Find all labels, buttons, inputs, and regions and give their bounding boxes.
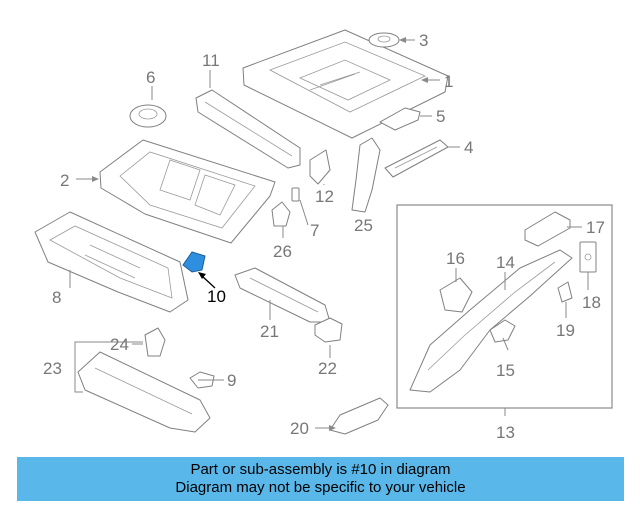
callout-4: 4: [464, 138, 473, 157]
part-5-bracket: [379, 107, 421, 131]
part-22-bracket: [314, 317, 343, 343]
banner-line-2: Diagram may not be specific to your vehi…: [175, 479, 466, 496]
part-24-bracket: [144, 327, 166, 357]
callout-3: 3: [419, 31, 428, 50]
parts-diagram: 1 2 3 4 5 6 7 8 9 10 11 12 13 14 15 16 1…: [34, 29, 613, 442]
part-16-bracket: [439, 277, 473, 313]
info-banner: Part or sub-assembly is #10 in diagram D…: [17, 457, 624, 501]
callout-19: 19: [556, 321, 575, 340]
part-2-floor-panel: [99, 139, 276, 244]
callout-1: 1: [444, 72, 453, 91]
part-23-cross-member: [77, 351, 211, 433]
part-26-bracket: [271, 201, 291, 227]
part-4-cross-bracket: [384, 139, 449, 178]
part-20-reinforcement: [329, 397, 389, 435]
callout-12: 12: [315, 187, 334, 206]
callout-2: 2: [60, 171, 69, 190]
callout-23: 23: [43, 359, 62, 378]
banner-line-1: Part or sub-assembly is #10 in diagram: [190, 461, 451, 478]
callout-6: 6: [146, 68, 155, 87]
part-17-plate: [524, 211, 571, 247]
part-15-bracket: [489, 319, 516, 343]
part-10-highlighted-bracket: [182, 251, 206, 273]
callout-9: 9: [227, 371, 236, 390]
part-21-reinforcement: [234, 267, 331, 323]
part-8-cowl-panel: [34, 211, 189, 313]
callout-13: 13: [496, 423, 515, 442]
callout-7: 7: [310, 221, 319, 240]
callout-16: 16: [446, 249, 465, 268]
callout-22: 22: [318, 359, 337, 378]
leader-lines: [69, 37, 589, 431]
highlight-leader-10: [198, 272, 216, 289]
part-6-plug: [129, 104, 167, 128]
callout-17: 17: [586, 218, 605, 237]
part-25-pillar: [351, 137, 381, 213]
callout-21: 21: [260, 322, 279, 341]
callout-10-highlighted: 10: [207, 287, 226, 306]
callout-14: 14: [496, 253, 515, 272]
callout-25: 25: [354, 216, 373, 235]
callout-11: 11: [202, 51, 220, 70]
callout-15: 15: [496, 361, 515, 380]
callout-24: 24: [110, 335, 129, 354]
callout-8: 8: [52, 288, 61, 307]
callout-5: 5: [436, 107, 445, 126]
callout-20: 20: [290, 419, 309, 438]
part-12-bracket: [309, 149, 331, 185]
callout-labels: 1 2 3 4 5 6 7 8 9 10 11 12 13 14 15 16 1…: [43, 31, 605, 442]
part-7-clip: [291, 187, 300, 202]
part-14-side-rail: [409, 249, 573, 393]
part-19-clip: [557, 281, 573, 303]
callout-18: 18: [582, 293, 601, 312]
part-3-grommet: [368, 32, 400, 48]
callout-26: 26: [273, 242, 292, 261]
part-1-rear-floor-pan: [242, 29, 449, 139]
part-18-bracket: [579, 241, 597, 273]
part-11-cross-member: [195, 89, 301, 169]
